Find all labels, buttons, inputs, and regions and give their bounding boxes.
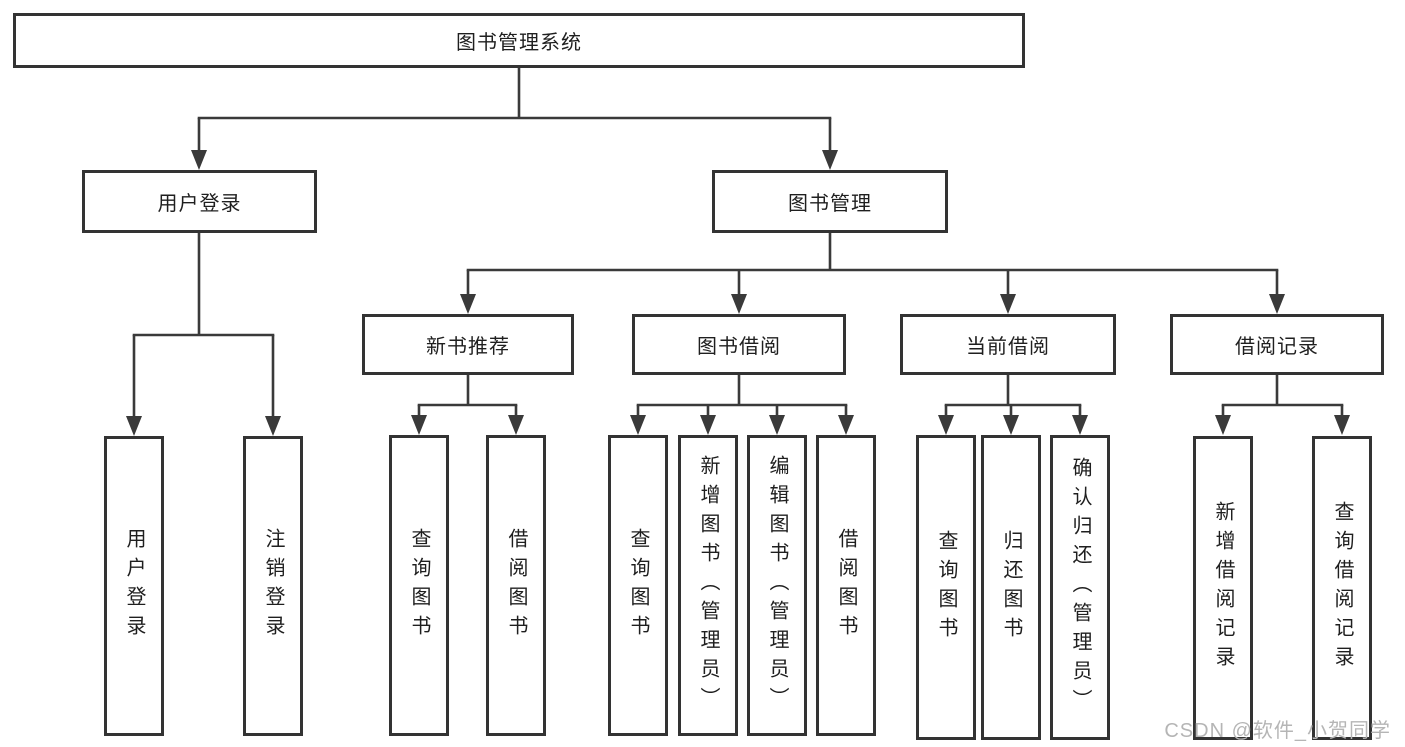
node-borrow-record: 借阅记录 bbox=[1170, 314, 1384, 375]
leaf-user-login-label: 用户登录 bbox=[123, 528, 145, 644]
leaf-query-books-current-label: 查询图书 bbox=[935, 529, 957, 646]
node-borrow-record-label: 借阅记录 bbox=[1235, 336, 1319, 358]
node-root-label: 图书管理系统 bbox=[456, 32, 582, 54]
leaf-query-borrow-record-label: 查询借阅记录 bbox=[1331, 501, 1353, 675]
leaf-query-books-newbook: 查询图书 bbox=[389, 435, 449, 736]
leaf-edit-books-admin-label: 编辑图书（管理员） bbox=[766, 455, 788, 716]
leaf-query-books-borrow: 查询图书 bbox=[608, 435, 668, 736]
leaf-borrow-books-borrow-label: 借阅图书 bbox=[835, 527, 857, 644]
node-user-login: 用户登录 bbox=[82, 170, 317, 233]
leaf-borrow-books-newbook: 借阅图书 bbox=[486, 435, 546, 736]
leaf-logout-login-label: 注销登录 bbox=[262, 528, 284, 644]
leaf-query-books-current: 查询图书 bbox=[916, 435, 976, 740]
leaf-confirm-return-admin-label: 确认归还（管理员） bbox=[1069, 457, 1091, 718]
leaf-return-books: 归还图书 bbox=[981, 435, 1041, 740]
node-root: 图书管理系统 bbox=[13, 13, 1025, 68]
node-current-borrow: 当前借阅 bbox=[900, 314, 1116, 375]
leaf-borrow-books-newbook-label: 借阅图书 bbox=[505, 527, 527, 644]
node-book-borrow-label: 图书借阅 bbox=[697, 336, 781, 358]
leaf-logout-login: 注销登录 bbox=[243, 436, 303, 736]
node-new-book-recommend: 新书推荐 bbox=[362, 314, 574, 375]
leaf-add-books-admin-label: 新增图书（管理员） bbox=[697, 455, 719, 716]
csdn-watermark: CSDN @软件_小贺同学 bbox=[1164, 720, 1391, 742]
leaf-add-books-admin: 新增图书（管理员） bbox=[678, 435, 738, 736]
leaf-edit-books-admin: 编辑图书（管理员） bbox=[747, 435, 807, 736]
leaf-borrow-books-borrow: 借阅图书 bbox=[816, 435, 876, 736]
node-book-management: 图书管理 bbox=[712, 170, 948, 233]
node-current-borrow-label: 当前借阅 bbox=[966, 336, 1050, 358]
node-new-book-recommend-label: 新书推荐 bbox=[426, 336, 510, 358]
leaf-add-borrow-record-label: 新增借阅记录 bbox=[1212, 501, 1234, 675]
leaf-query-books-borrow-label: 查询图书 bbox=[627, 527, 649, 644]
leaf-user-login: 用户登录 bbox=[104, 436, 164, 736]
leaf-return-books-label: 归还图书 bbox=[1000, 529, 1022, 646]
node-user-login-label: 用户登录 bbox=[157, 193, 242, 215]
leaf-query-borrow-record: 查询借阅记录 bbox=[1312, 436, 1372, 740]
leaf-confirm-return-admin: 确认归还（管理员） bbox=[1050, 435, 1110, 740]
leaf-add-borrow-record: 新增借阅记录 bbox=[1193, 436, 1253, 740]
node-book-management-label: 图书管理 bbox=[788, 193, 872, 215]
node-book-borrow: 图书借阅 bbox=[632, 314, 846, 375]
leaf-query-books-newbook-label: 查询图书 bbox=[408, 527, 430, 644]
